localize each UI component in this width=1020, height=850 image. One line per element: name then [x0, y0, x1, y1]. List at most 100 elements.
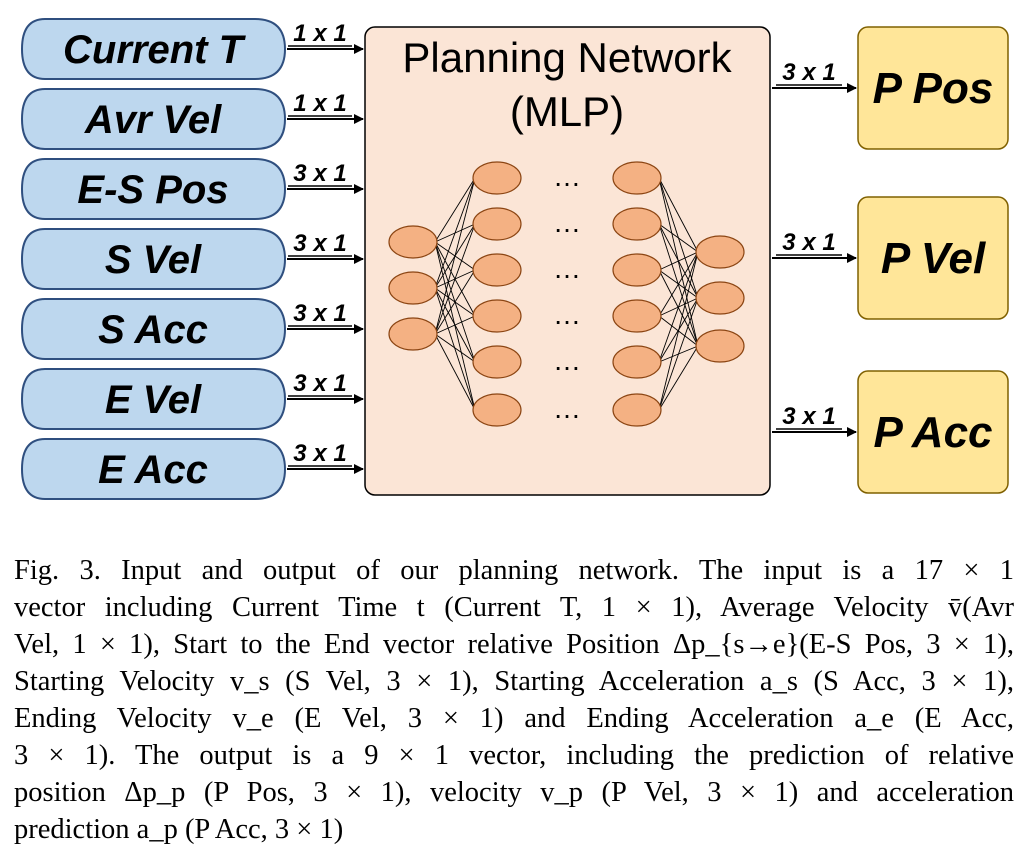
- output-box: [857, 26, 1009, 150]
- network-edge: [434, 177, 476, 289]
- output-group: 3 x 1 P Pos 3 x 1 P Vel 3 x 1 P Acc: [772, 26, 1009, 494]
- neuron-node: [472, 345, 522, 379]
- input-item: S Vel 3 x 1: [20, 228, 364, 290]
- input-dimension: 3 x 1: [293, 300, 346, 327]
- caption-line: Fig. 3. Input and output of our planning…: [14, 555, 1014, 586]
- input-item: E-S Pos 3 x 1: [20, 158, 364, 220]
- neuron-node: [612, 253, 662, 287]
- input-box: [20, 18, 287, 80]
- caption-line: Vel, 1 × 1), Start to the End vector rel…: [14, 629, 1014, 660]
- ellipsis-dots: …: [553, 207, 581, 238]
- network-edge: [434, 177, 476, 243]
- input-item: E Vel 3 x 1: [20, 368, 364, 430]
- figure-caption: Fig. 3. Input and output of our planning…: [14, 552, 1014, 848]
- input-dimension: 3 x 1: [293, 370, 346, 397]
- network-edge: [658, 251, 699, 271]
- input-label: S Vel: [105, 238, 202, 282]
- output-dimension: 3 x 1: [782, 403, 835, 430]
- input-item: S Acc 3 x 1: [20, 298, 364, 360]
- output-dimension: 3 x 1: [782, 59, 835, 86]
- caption-line: 3 × 1). The output is a 9 × 1 vector, in…: [14, 740, 1014, 771]
- neuron-node: [472, 253, 522, 287]
- input-box: [20, 158, 287, 220]
- input-label: S Acc: [98, 308, 208, 352]
- output-label: P Acc: [873, 408, 992, 457]
- ellipsis-dots: …: [553, 345, 581, 376]
- input-box: [20, 298, 287, 360]
- network-edge: [434, 333, 476, 363]
- ellipsis-dots: …: [553, 393, 581, 424]
- input-dimension: 3 x 1: [293, 160, 346, 187]
- input-box: [20, 88, 287, 150]
- neuron-node: [388, 225, 438, 259]
- network-edge: [658, 251, 699, 411]
- network-box: [364, 26, 771, 496]
- network-title: Planning Network: [402, 34, 732, 81]
- input-label: Current T: [63, 28, 247, 72]
- ellipsis-dots: …: [553, 253, 581, 284]
- input-box: [20, 438, 287, 500]
- caption-line: Starting Velocity v_s (S Vel, 3 × 1), St…: [14, 666, 1014, 697]
- caption-line: vector including Current Time t (Current…: [14, 592, 1014, 623]
- caption-line: position Δp_p (P Pos, 3 × 1), velocity v…: [14, 777, 1014, 808]
- caption-line: Ending Velocity v_e (E Vel, 3 × 1) and E…: [14, 703, 1014, 734]
- output-dimension: 3 x 1: [782, 229, 835, 256]
- output-item: 3 x 1 P Vel: [772, 196, 1009, 320]
- ellipsis-dots: …: [553, 161, 581, 192]
- neuron-node: [388, 271, 438, 305]
- neuron-node: [695, 281, 745, 315]
- input-dimension: 1 x 1: [293, 20, 346, 47]
- network-edge: [658, 177, 699, 253]
- output-label: P Pos: [873, 64, 994, 113]
- neuron-node: [472, 207, 522, 241]
- planning-network: Planning Network (MLP) … … … … … …: [364, 26, 771, 496]
- network-edge: [434, 315, 476, 335]
- network-edge: [658, 345, 699, 411]
- network-edge: [658, 223, 699, 347]
- network-edge: [658, 251, 699, 317]
- input-label: E Acc: [98, 448, 208, 492]
- network-edge: [658, 251, 699, 363]
- input-item: E Acc 3 x 1: [20, 438, 364, 500]
- output-box: [857, 196, 1009, 320]
- input-label: E Vel: [105, 378, 202, 422]
- network-edge: [434, 223, 476, 335]
- ellipsis-dots: …: [553, 299, 581, 330]
- neuron-node: [388, 317, 438, 351]
- network-edge: [434, 333, 476, 411]
- input-label: E-S Pos: [77, 168, 228, 212]
- network-edges: [434, 177, 699, 411]
- input-item: Avr Vel 1 x 1: [20, 88, 364, 150]
- neuron-node: [472, 161, 522, 195]
- network-edge: [434, 269, 476, 335]
- output-label: P Vel: [881, 234, 986, 283]
- neuron-node: [612, 207, 662, 241]
- network-edge: [658, 297, 699, 411]
- neuron-node: [695, 235, 745, 269]
- neuron-node: [472, 299, 522, 333]
- input-label: Avr Vel: [84, 98, 222, 142]
- input-dimension: 3 x 1: [293, 440, 346, 467]
- input-dimension: 3 x 1: [293, 230, 346, 257]
- network-ellipses: … … … … … …: [553, 161, 581, 424]
- network-edge: [434, 177, 476, 335]
- neuron-node: [612, 345, 662, 379]
- neuron-node: [612, 299, 662, 333]
- input-box: [20, 228, 287, 290]
- input-box: [20, 368, 287, 430]
- neuron-node: [695, 329, 745, 363]
- output-box: [857, 370, 1009, 494]
- network-nodes: [388, 161, 745, 427]
- neuron-node: [472, 393, 522, 427]
- network-edge: [658, 223, 699, 253]
- input-item: Current T 1 x 1: [20, 18, 364, 80]
- neuron-node: [612, 161, 662, 195]
- output-item: 3 x 1 P Pos: [772, 26, 1009, 150]
- output-item: 3 x 1 P Acc: [772, 370, 1009, 494]
- network-subtitle: (MLP): [510, 88, 624, 135]
- input-dimension: 1 x 1: [293, 90, 346, 117]
- neuron-node: [612, 393, 662, 427]
- caption-line: prediction a_p (P Acc, 3 × 1): [14, 814, 344, 845]
